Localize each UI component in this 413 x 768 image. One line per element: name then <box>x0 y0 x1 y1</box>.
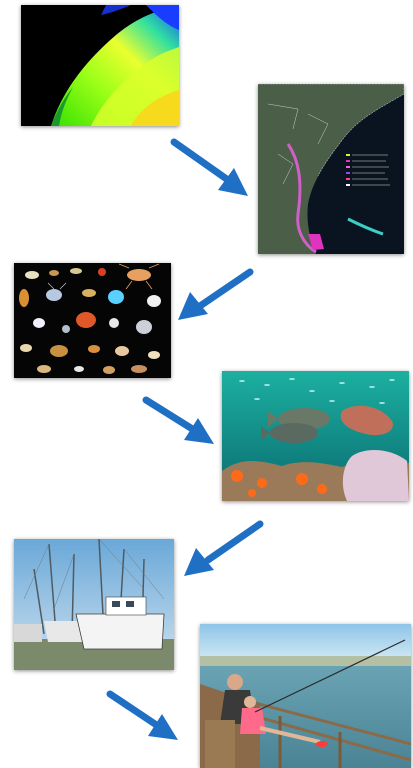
flow-arrow-5 <box>104 688 182 744</box>
map-icon <box>258 84 404 254</box>
flow-arrow-4 <box>180 518 266 580</box>
coastal-region-map <box>258 84 404 254</box>
fish-icon <box>222 371 409 501</box>
satellite-chlorophyll-map <box>21 5 179 126</box>
flow-arrow-3 <box>140 394 218 448</box>
plankton-icon <box>14 263 171 378</box>
fishing-rod-icon <box>200 624 411 768</box>
ocean-color-map-icon <box>21 5 179 126</box>
flow-arrow-1 <box>168 136 253 200</box>
reef-fish-photo <box>222 371 409 501</box>
shrimp-boats-photo <box>14 539 174 670</box>
plankton-collage <box>14 263 171 378</box>
pier-fishing-photo <box>200 624 411 768</box>
boat-icon <box>14 539 174 670</box>
flow-arrow-2 <box>176 266 256 324</box>
